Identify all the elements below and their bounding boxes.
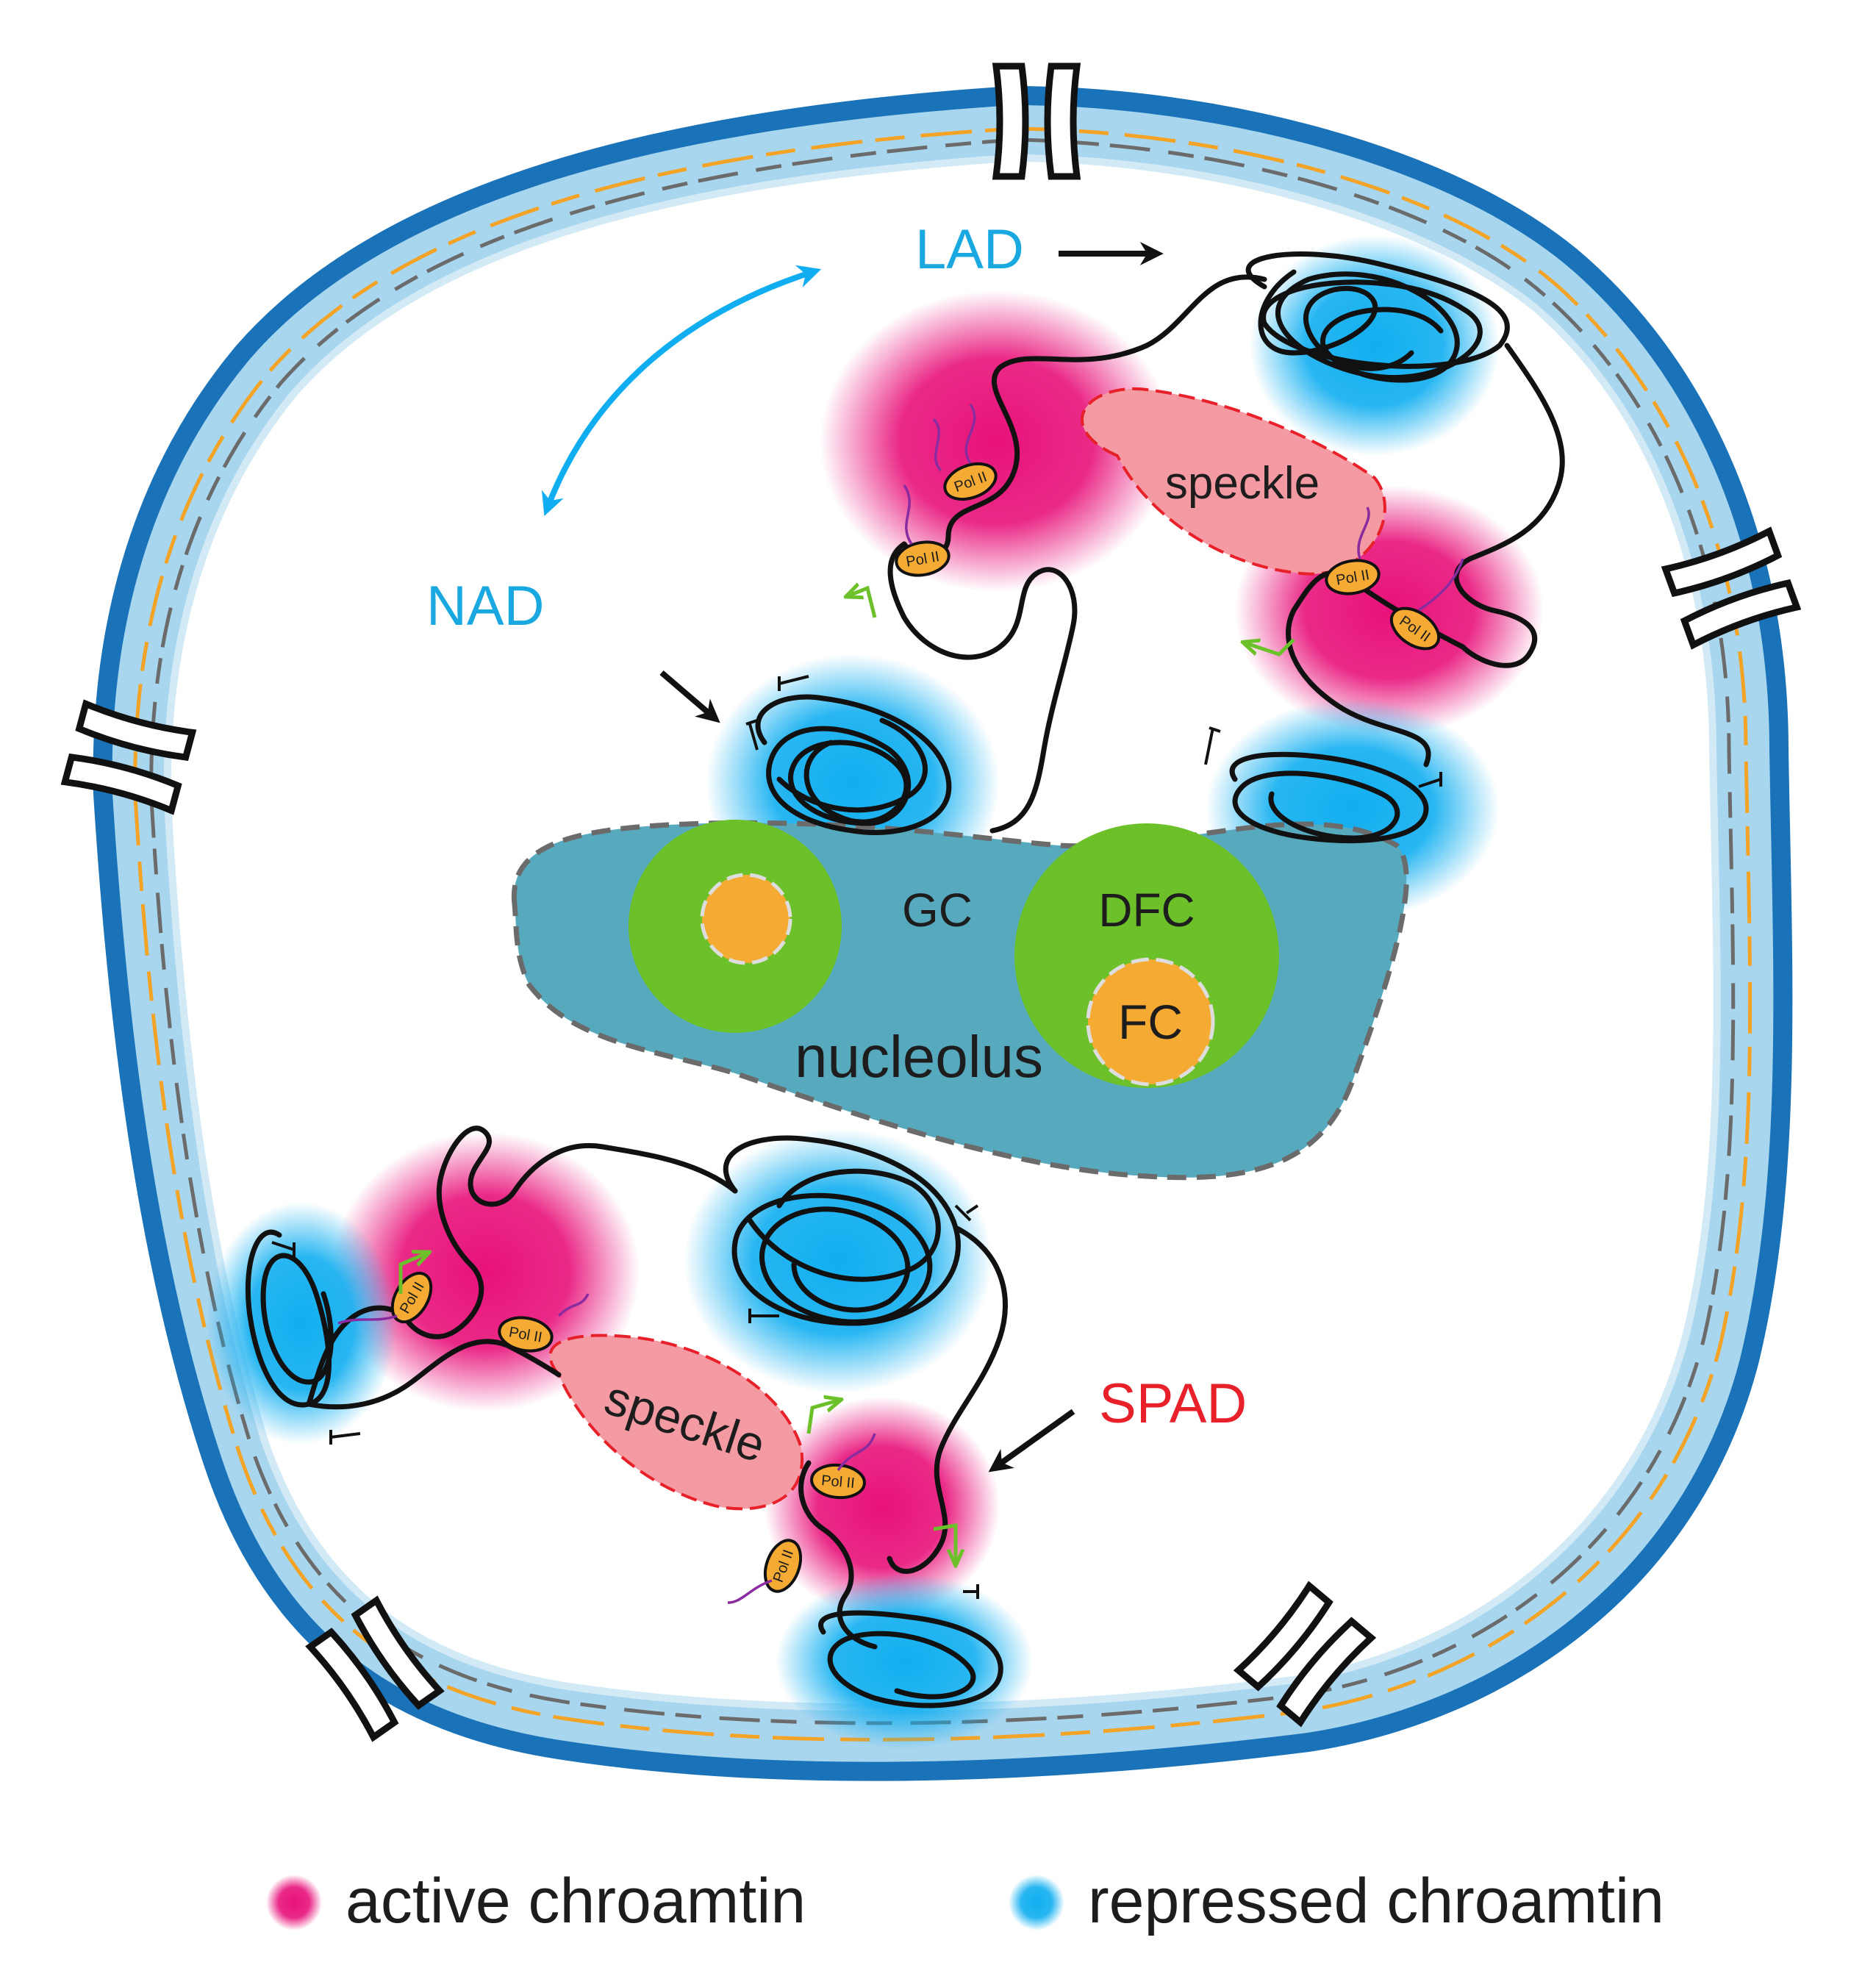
nucleolus: GC DFC FC nucleolus	[511, 820, 1409, 1181]
tss-arrow-icon	[398, 588, 1295, 1562]
spad-label: SPAD	[1099, 1373, 1247, 1435]
pol-ii: Pol II	[810, 1463, 866, 1500]
dfc-label: DFC	[1098, 884, 1195, 937]
speckle-bottom: speckle	[548, 1334, 804, 1511]
nuclear-pore-icon	[1661, 526, 1802, 650]
repressed-halo	[206, 1202, 397, 1445]
fc-label: FC	[1118, 995, 1183, 1049]
pol-ii: Pol II	[895, 540, 950, 577]
pointer-arrow-icon	[988, 1409, 1075, 1472]
repressed-halo	[684, 1128, 992, 1393]
pol-ii: Pol II	[1389, 606, 1441, 651]
legend-repressed-swatch	[1009, 1875, 1064, 1930]
pol-ii: Pol II	[763, 1539, 803, 1593]
pointer-arrow-icon	[659, 670, 720, 723]
nuclear-pore-icon	[305, 1595, 445, 1742]
nascent-rna	[337, 404, 1464, 1604]
nuclear-pore-icon	[1233, 1581, 1377, 1728]
nuclear-pore-icon	[992, 62, 1081, 180]
legend-active-label: active chroamtin	[346, 1866, 806, 1936]
pol-ii-label: Pol II	[820, 1472, 855, 1492]
speckle-top-label: speckle	[1165, 458, 1320, 509]
legend-repressed-label: repressed chroamtin	[1088, 1866, 1664, 1936]
pol-ii: Pol II	[943, 462, 998, 501]
repressed-halo	[1250, 235, 1500, 456]
legend: active chroamtin repressed chroamtin	[266, 1866, 1664, 1936]
fc-right	[1086, 957, 1215, 1087]
double-headed-arrow-icon	[541, 265, 822, 516]
fc-left	[700, 873, 792, 965]
chromatin-fiber	[245, 251, 1565, 1708]
nad-label: NAD	[426, 575, 544, 637]
speckle-top: speckle	[1081, 387, 1386, 576]
pol-ii: Pol II	[1325, 559, 1381, 595]
nucleolus-label: nucleolus	[795, 1024, 1043, 1089]
nuclear-pore-icon	[60, 699, 197, 815]
lad-label: LAD	[915, 218, 1024, 281]
insulator-icon	[271, 675, 1442, 1599]
pol-ii-markers: Pol II Pol II Pol II Pol II Pol II Pol I…	[390, 462, 1441, 1593]
pol-ii: Pol II	[498, 1316, 554, 1353]
legend-active-swatch	[266, 1875, 322, 1930]
repressed-halo	[776, 1573, 1033, 1750]
gc-label: GC	[902, 884, 973, 937]
